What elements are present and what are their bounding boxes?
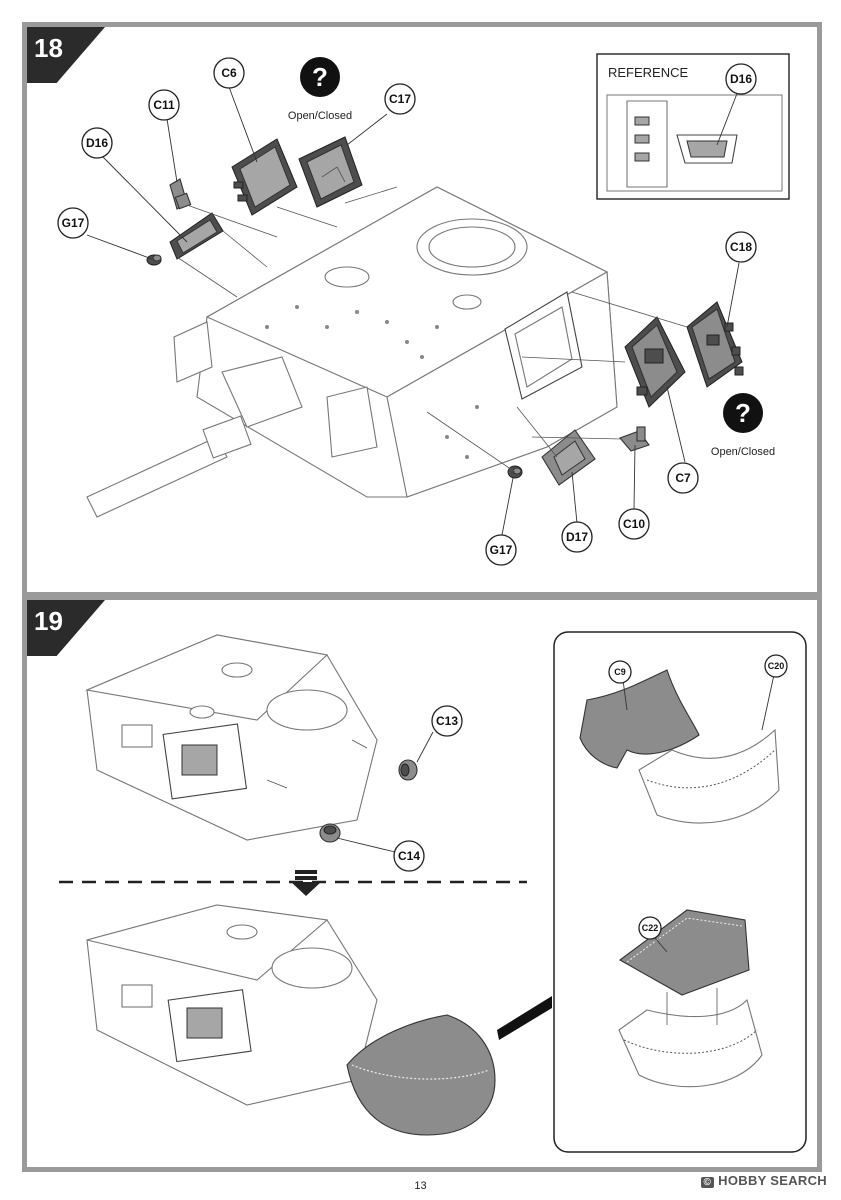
svg-text:C20: C20: [768, 661, 785, 671]
reference-inset: REFERENCE: [596, 53, 790, 200]
svg-text:G17: G17: [490, 543, 513, 557]
turret-illustration-upper: [85, 634, 378, 841]
svg-text:C10: C10: [623, 517, 645, 531]
step-separator: [27, 592, 817, 600]
svg-text:C6: C6: [221, 66, 237, 80]
callout-c14: C14: [393, 840, 425, 872]
part-c14: [319, 823, 341, 843]
callout-d16: D16: [81, 127, 113, 159]
step-19-number: 19: [34, 606, 63, 636]
part-c6: [231, 138, 298, 216]
mantlet-cover-assembled: [346, 1014, 496, 1136]
svg-text:D16: D16: [86, 136, 108, 150]
zoom-pointer: [497, 996, 552, 1040]
part-g17: [146, 254, 162, 266]
part-c9: [579, 669, 700, 769]
part-c18: [686, 301, 744, 388]
callout-c7: C7: [667, 462, 699, 494]
part-c11: [169, 178, 192, 210]
part-c20: [638, 728, 780, 824]
step-18-number: 18: [34, 33, 63, 63]
svg-text:C13: C13: [436, 714, 458, 728]
open-closed-label-2: Open/Closed: [711, 446, 775, 458]
callout-c6: C6: [213, 57, 245, 89]
svg-text:C18: C18: [730, 240, 752, 254]
turret-illustration-lower: [86, 904, 378, 1106]
part-c13: [398, 759, 418, 781]
callout-c20: C20: [764, 654, 788, 678]
down-arrow-icon: [291, 870, 321, 896]
watermark: ©HOBBY SEARCH: [700, 1173, 828, 1188]
step-19-diagram: C13 C14: [59, 631, 807, 1153]
svg-text:G17: G17: [62, 216, 85, 230]
svg-text:C11: C11: [153, 98, 175, 112]
callout-reference-d16: D16: [725, 63, 757, 95]
svg-text:D16: D16: [730, 72, 752, 86]
svg-text:?: ?: [312, 62, 328, 92]
callout-c11: C11: [148, 89, 180, 121]
svg-text:C17: C17: [389, 92, 411, 106]
watermark-text: HOBBY SEARCH: [718, 1173, 827, 1188]
callout-g17-lower: G17: [485, 534, 517, 566]
callout-c17: C17: [384, 83, 416, 115]
step-18-panel: 18: [27, 27, 817, 592]
svg-text:D17: D17: [566, 530, 588, 544]
part-c7: [624, 316, 686, 408]
turret-illustration: [86, 186, 618, 518]
part-d17: [541, 429, 596, 486]
svg-text:C14: C14: [398, 849, 420, 863]
callout-c22: C22: [638, 916, 662, 940]
question-icon: ?: [723, 393, 763, 433]
callout-g17: G17: [57, 207, 89, 239]
assembly-guides: [176, 186, 688, 473]
part-d16: [169, 212, 224, 260]
reference-title: REFERENCE: [608, 65, 689, 80]
step-19-panel: 19 C13: [27, 600, 817, 1167]
callout-leaders: [86, 86, 740, 536]
callout-c10: C10: [618, 508, 650, 540]
part-c22: [618, 909, 750, 996]
mantlet-base-lower: [618, 988, 763, 1088]
watermark-mark: ©: [700, 1177, 715, 1188]
svg-text:C22: C22: [642, 923, 659, 933]
svg-text:C9: C9: [614, 667, 626, 677]
svg-text:?: ?: [735, 398, 751, 428]
page-number: 13: [414, 1180, 427, 1192]
part-c10: [619, 426, 650, 452]
callout-d17: D17: [561, 521, 593, 553]
question-icon: ?: [300, 57, 340, 97]
callout-c9: C9: [608, 660, 632, 684]
part-c17: [298, 136, 363, 208]
callout-c13: C13: [431, 705, 463, 737]
svg-text:C7: C7: [675, 471, 691, 485]
step-18-diagram: C6 C11 C17 D16 G17 C18 C7 C10: [57, 53, 790, 566]
open-closed-label: Open/Closed: [288, 110, 352, 122]
callout-c18: C18: [725, 231, 757, 263]
